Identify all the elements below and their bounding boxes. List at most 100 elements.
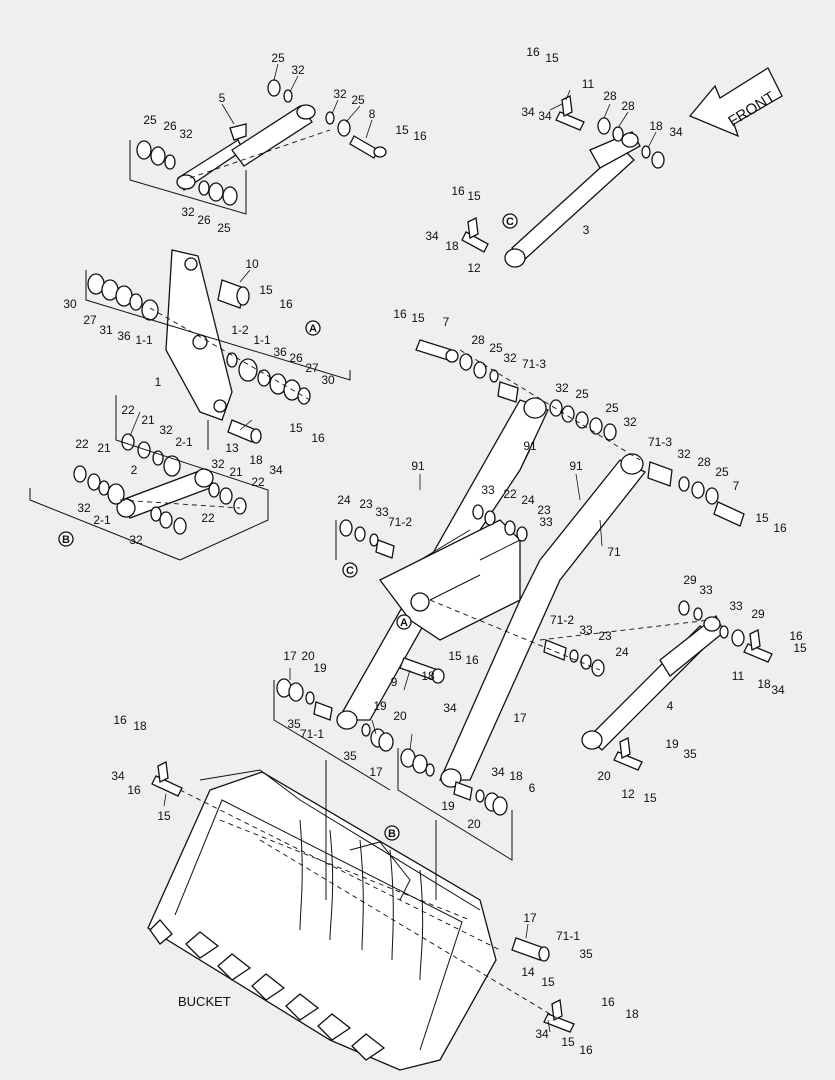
washer-stacks [73,79,665,535]
callout-label: 25 [715,465,729,479]
alignment-lines [119,129,711,1021]
ref-marker-c-mid: C [342,562,358,578]
callout-label: 1-1 [135,333,153,347]
callout-label: 91 [411,459,425,473]
callout-label: 13 [225,441,239,455]
callout-label: 3 [583,223,590,237]
callout-label: 21 [141,413,155,427]
callout-label: 16 [465,653,479,667]
callout-label: 34 [425,229,439,243]
callout-label: 22 [503,487,517,501]
callout-label: 19 [441,799,455,813]
callout-label: 25 [271,51,285,65]
pin-9 [399,657,445,684]
callout-label: 18 [509,769,523,783]
callout-label: 34 [111,769,125,783]
callout-label: 16 [279,297,293,311]
callout-label: 32 [333,87,347,101]
callout-label: 22 [251,475,265,489]
group-brackets [29,140,513,861]
callout-label: 16 [127,783,141,797]
callout-label: 19 [313,661,327,675]
callout-label: 30 [321,373,335,387]
callout-label: 16 [311,431,325,445]
callout-label: 33 [481,483,495,497]
callout-label: 5 [219,91,226,105]
callout-label: 11 [582,77,595,91]
pin-10 [217,279,250,309]
bucket-label: BUCKET [178,994,231,1009]
pin-12-right [613,737,643,771]
callout-label: 17 [369,765,383,779]
ref-marker-b-left: B [58,531,74,547]
callout-label: 32 [503,351,517,365]
callout-label: 71-1 [556,929,580,943]
callout-label: 32 [159,423,173,437]
callout-label: 26 [197,213,211,227]
callout-label: 18 [445,239,459,253]
bucket-teeth [149,919,386,1061]
pin-11-top [555,95,585,131]
callout-label: 10 [245,257,259,271]
callout-label: 33 [375,505,389,519]
callout-label: 22 [75,437,89,451]
callout-label: 20 [597,769,611,783]
callout-label: 2 [131,463,138,477]
callout-label: 16 [393,307,407,321]
svg-text:C: C [506,216,514,228]
callout-label: 17 [283,649,297,663]
callout-label: 15 [545,51,559,65]
callout-label: 18 [625,1007,639,1021]
callout-label: 2-1 [175,435,193,449]
callout-label: 18 [649,119,663,133]
callout-label: 71-3 [648,435,672,449]
callout-label: 34 [535,1027,549,1041]
callout-label: 32 [77,501,91,515]
callout-label: 29 [751,607,765,621]
callout-label: 15 [157,809,171,823]
callout-label: 24 [521,493,535,507]
callout-label: 32 [555,381,569,395]
callout-label: 35 [343,749,357,763]
svg-text:A: A [400,617,408,629]
lower-bushings [276,678,508,816]
callout-label: 1 [155,375,162,389]
callout-label: 30 [63,297,77,311]
callout-label: 8 [369,107,376,121]
callout-label: 16 [113,713,127,727]
callout-label: 23 [598,629,612,643]
callout-label: 19 [373,699,387,713]
callout-label: 35 [287,717,301,731]
callout-label: 15 [411,311,425,325]
svg-text:C: C [346,565,354,577]
callout-label: 18 [421,669,435,683]
callout-label: 18 [133,719,147,733]
callout-label: 21 [229,465,243,479]
callout-label: 33 [539,515,553,529]
callout-label: 33 [729,599,743,613]
callout-label: 17 [523,911,537,925]
callout-label: 36 [273,345,287,359]
callout-label: 16 [773,521,787,535]
callout-label: 15 [541,975,555,989]
pin-14 [511,937,550,962]
callout-label: 7 [733,479,740,493]
callout-label: 12 [467,261,481,275]
callout-label: 16 [579,1043,593,1057]
callout-label: 15 [448,649,462,663]
callout-label: 71-3 [522,357,546,371]
callout-label: 25 [489,341,503,355]
callout-label: 20 [301,649,315,663]
callout-label: 28 [621,99,635,113]
callout-label: 28 [603,89,617,103]
callout-label: 6 [529,781,536,795]
callout-label: 33 [579,623,593,637]
pin-8 [349,135,387,159]
callout-label: 15 [561,1035,575,1049]
callout-label: 31 [99,323,113,337]
callout-label: 2-1 [93,513,111,527]
callout-label: 26 [289,351,303,365]
cylinder-4 [581,600,745,751]
callout-label: 27 [305,361,319,375]
pin-6-left [151,761,183,797]
